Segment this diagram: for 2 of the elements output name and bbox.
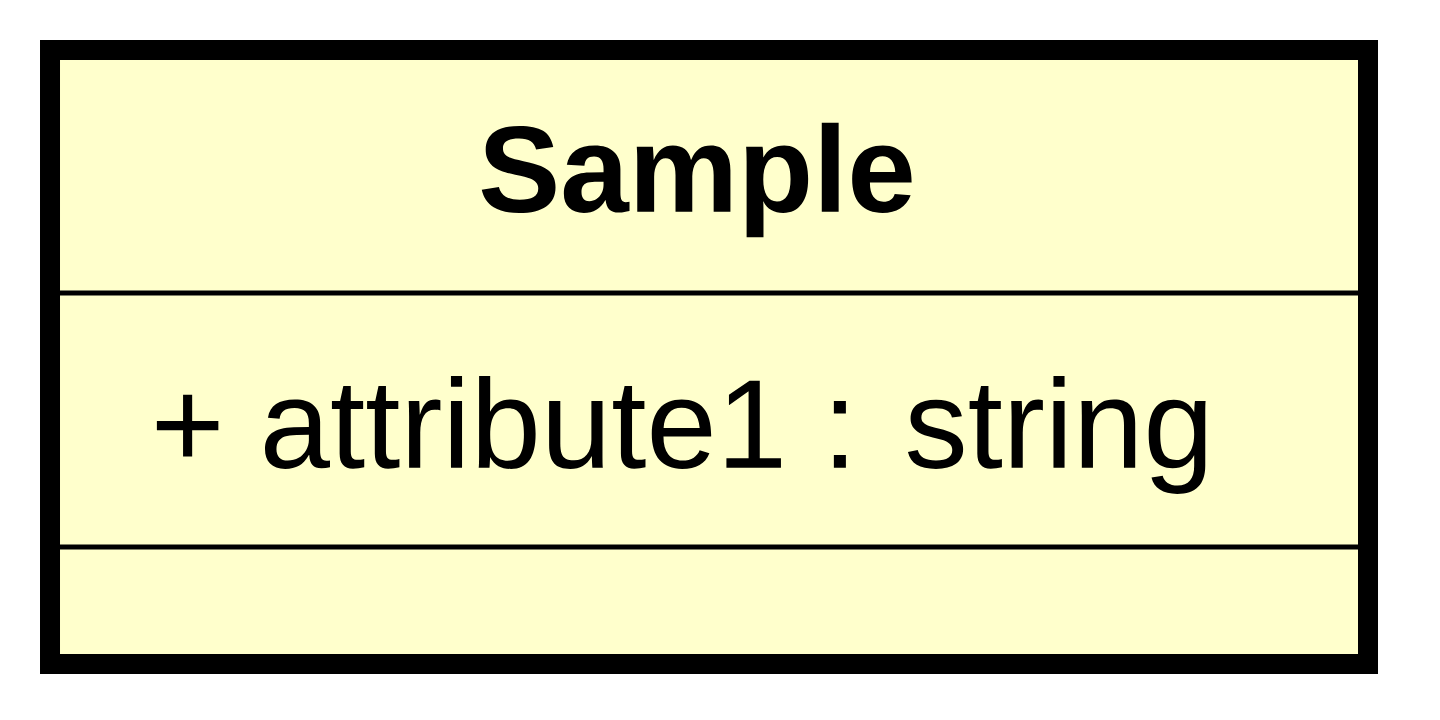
attribute-text: + attribute1 : string — [156, 376, 1206, 494]
class-name: Sample — [481, 122, 912, 238]
